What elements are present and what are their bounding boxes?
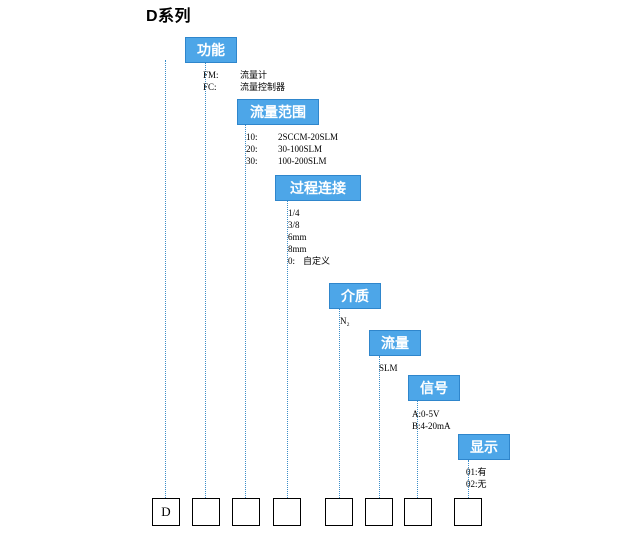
category-node-6[interactable]: 信号	[408, 375, 460, 401]
code-slot-2[interactable]	[192, 498, 220, 526]
option-code-3-1: 1/4	[288, 208, 300, 218]
connector-line-1	[165, 60, 166, 500]
option-code-6-1: A:0-5V	[412, 409, 440, 419]
option-code-1-2: FC:	[203, 82, 217, 92]
connector-line-7	[417, 401, 418, 500]
option-code-3-4: 8mm	[288, 244, 307, 254]
option-code-1-1: FM:	[203, 70, 219, 80]
option-desc-2-3: 100-200SLM	[278, 156, 327, 166]
page-title: D系列	[146, 8, 192, 25]
option-code-7-2: 02:无	[466, 479, 487, 489]
option-code-2-2: 20:	[246, 144, 258, 154]
connector-line-2	[205, 63, 206, 500]
option-desc-2-1: 2SCCM-20SLM	[278, 132, 339, 142]
option-code-7-1: 01:有	[466, 467, 487, 477]
option-code-4-1: N₂	[340, 316, 350, 326]
code-slot-3[interactable]	[232, 498, 260, 526]
category-node-7[interactable]: 显示	[458, 434, 510, 460]
connector-line-4	[287, 201, 288, 500]
option-desc-2-2: 30-100SLM	[278, 144, 323, 154]
option-code-3-3: 6mm	[288, 232, 307, 242]
code-slot-5[interactable]	[325, 498, 353, 526]
code-slot-1[interactable]: D	[152, 498, 180, 526]
option-desc-3-5: 自定义	[303, 256, 331, 266]
connector-line-3	[245, 125, 246, 500]
code-slot-7[interactable]	[404, 498, 432, 526]
option-desc-1-2: 流量控制器	[240, 82, 286, 92]
option-code-5-1: SLM	[379, 363, 398, 373]
category-node-3[interactable]: 过程连接	[275, 175, 361, 201]
connector-line-8	[468, 460, 469, 500]
code-slot-8[interactable]	[454, 498, 482, 526]
category-node-4[interactable]: 介质	[329, 283, 381, 309]
option-code-2-1: 10:	[246, 132, 258, 142]
code-slot-4[interactable]	[273, 498, 301, 526]
option-code-3-2: 3/8	[288, 220, 300, 230]
option-code-6-2: B:4-20mA	[412, 421, 451, 431]
code-slot-6[interactable]	[365, 498, 393, 526]
category-node-2[interactable]: 流量范围	[237, 99, 319, 125]
option-desc-1-1: 流量计	[240, 70, 268, 80]
connector-line-5	[339, 309, 340, 500]
connector-line-6	[379, 356, 380, 500]
category-node-5[interactable]: 流量	[369, 330, 421, 356]
option-code-3-5: 0:	[288, 256, 296, 266]
category-node-1[interactable]: 功能	[185, 37, 237, 63]
option-code-2-3: 30:	[246, 156, 258, 166]
